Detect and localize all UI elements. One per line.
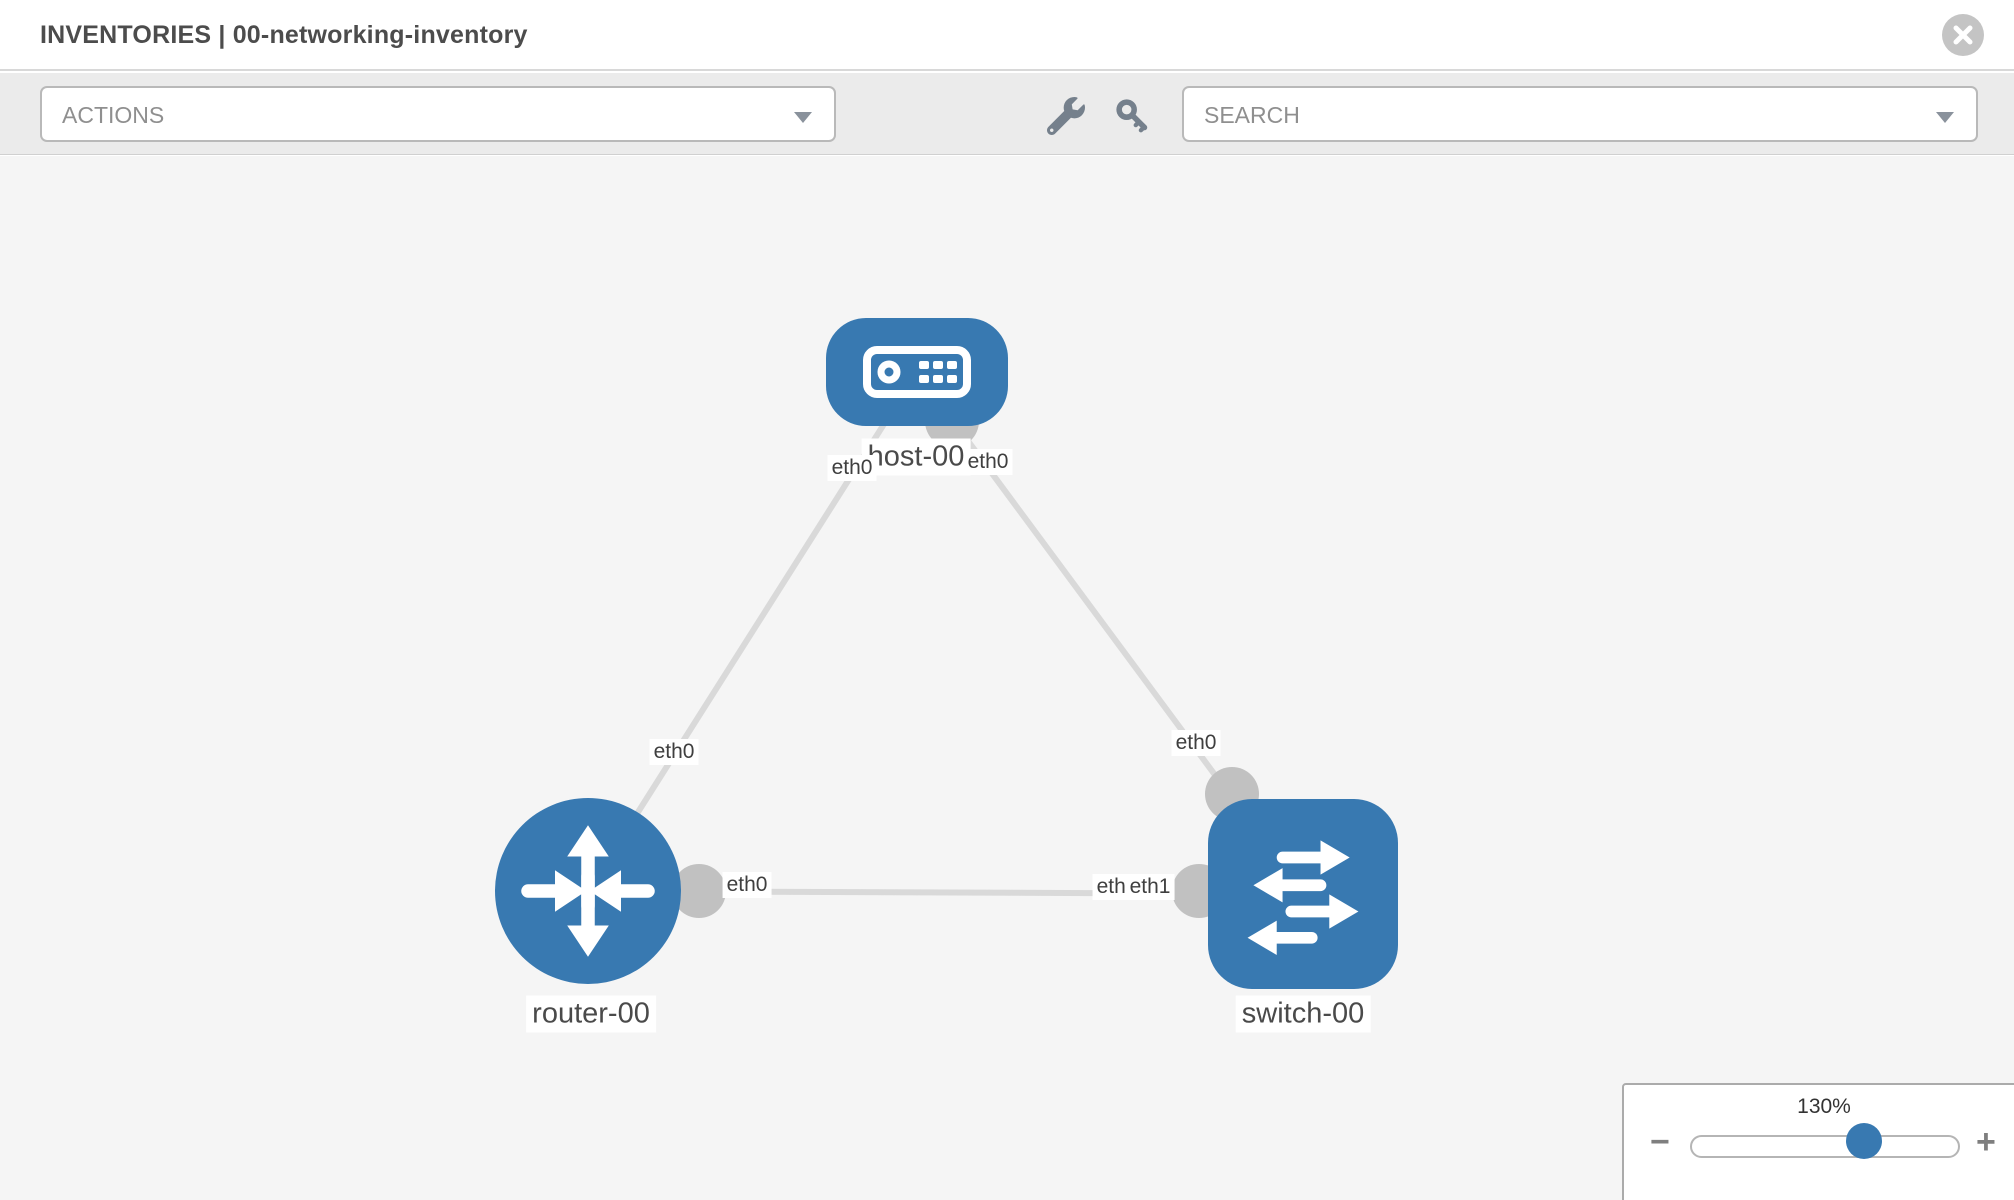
zoom-level-value: 130% — [1797, 1095, 1851, 1118]
topology-links — [585, 370, 1306, 897]
host-icon — [863, 346, 971, 398]
search-input-placeholder: SEARCH — [1204, 102, 1300, 128]
zoom-slider-handle[interactable] — [1846, 1123, 1882, 1159]
iface-label-router-eth0-uplink: eth0 — [649, 739, 699, 765]
node-label-switch-00: switch-00 — [1235, 995, 1371, 1033]
toolbar: ACTIONS SEARCH — [0, 73, 2014, 155]
iface-label-switch-eth1-left: eth1 — [1125, 874, 1175, 900]
chevron-down-icon — [794, 112, 812, 123]
zoom-in-button[interactable]: + — [1976, 1123, 1996, 1161]
search-dropdown[interactable]: SEARCH — [1182, 86, 1978, 142]
actions-dropdown[interactable]: ACTIONS — [40, 86, 836, 142]
zoom-slider-track[interactable] — [1690, 1135, 1960, 1158]
iface-label-router-eth0-right: eth0 — [722, 872, 772, 898]
node-label-host-00: host-00 — [861, 438, 971, 476]
page-title: INVENTORIES | 00-networking-inventory — [40, 21, 528, 49]
zoom-control-panel: 130% − + — [1622, 1083, 2014, 1200]
node-host-00[interactable] — [826, 318, 1008, 426]
endpoint-dot-router-right[interactable] — [672, 864, 726, 918]
iface-label-host-eth0-left: eth0 — [827, 455, 877, 481]
key-tool-button[interactable] — [1114, 97, 1152, 135]
iface-label-host-eth0-right: eth0 — [963, 449, 1013, 475]
close-icon — [1953, 25, 1973, 45]
key-icon — [1116, 99, 1148, 133]
chevron-down-icon — [1936, 112, 1954, 123]
actions-dropdown-label: ACTIONS — [62, 102, 165, 128]
wrench-icon — [1046, 97, 1085, 136]
wrench-tool-button[interactable] — [1046, 97, 1085, 136]
node-label-router-00: router-00 — [526, 995, 656, 1033]
router-icon — [521, 825, 655, 957]
switch-icon — [1247, 840, 1359, 955]
node-switch-00[interactable] — [1208, 799, 1398, 989]
topology-canvas[interactable]: host-00 router-00 switch-00 eth0 eth0 et… — [0, 156, 2014, 1200]
panel-header: INVENTORIES | 00-networking-inventory — [0, 0, 2014, 71]
zoom-out-button[interactable]: − — [1650, 1123, 1670, 1161]
close-button[interactable] — [1942, 14, 1984, 56]
node-router-00[interactable] — [495, 798, 681, 984]
iface-label-switch-eth0-top: eth0 — [1171, 730, 1221, 756]
